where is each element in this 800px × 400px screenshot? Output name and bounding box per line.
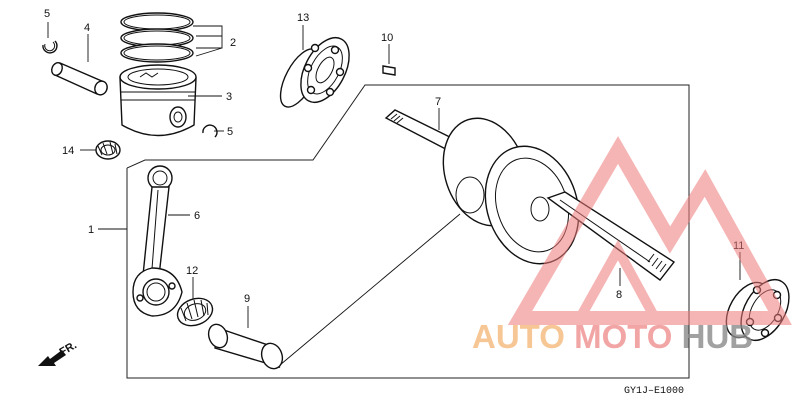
leader-lines	[47, 22, 741, 366]
callout-7: 7	[435, 96, 441, 108]
piston	[119, 64, 197, 137]
callout-3: 3	[226, 91, 232, 103]
callout-8: 8	[616, 289, 622, 301]
diagram-code: GY1J–E1000	[624, 386, 684, 397]
circlip-right	[202, 124, 218, 138]
small-end-bearing	[95, 140, 121, 160]
callout-12: 12	[186, 265, 198, 277]
arrow-icon	[38, 350, 66, 366]
callout-5-top: 5	[44, 8, 50, 20]
piston-rings	[120, 12, 194, 63]
watermark-moto: MOTO	[574, 318, 672, 355]
bearing-top	[279, 37, 350, 108]
woodruff-key	[382, 65, 396, 76]
crank-pin	[207, 323, 284, 370]
callout-13: 13	[297, 12, 309, 24]
callout-10: 10	[381, 32, 393, 44]
watermark-hub: HUB	[682, 318, 754, 355]
connecting-rod	[132, 165, 183, 317]
big-end-bearing	[176, 297, 214, 327]
crankshaft	[384, 109, 676, 281]
front-arrow: FR.	[38, 339, 79, 366]
callout-5-right: 5	[227, 126, 233, 138]
callout-1: 1	[88, 224, 94, 236]
watermark-auto: AUTO	[472, 318, 565, 355]
watermark-logo	[507, 136, 792, 325]
watermark-text: AUTO MOTO HUB	[472, 318, 753, 355]
callout-4: 4	[84, 22, 90, 34]
front-label: FR.	[58, 339, 79, 358]
callout-2: 2	[230, 37, 236, 49]
callout-6: 6	[194, 210, 200, 222]
callout-9: 9	[244, 293, 250, 305]
piston-pin	[51, 62, 108, 96]
assembly-frame	[126, 84, 690, 379]
circlip-top	[42, 40, 58, 54]
callout-14: 14	[62, 145, 74, 157]
